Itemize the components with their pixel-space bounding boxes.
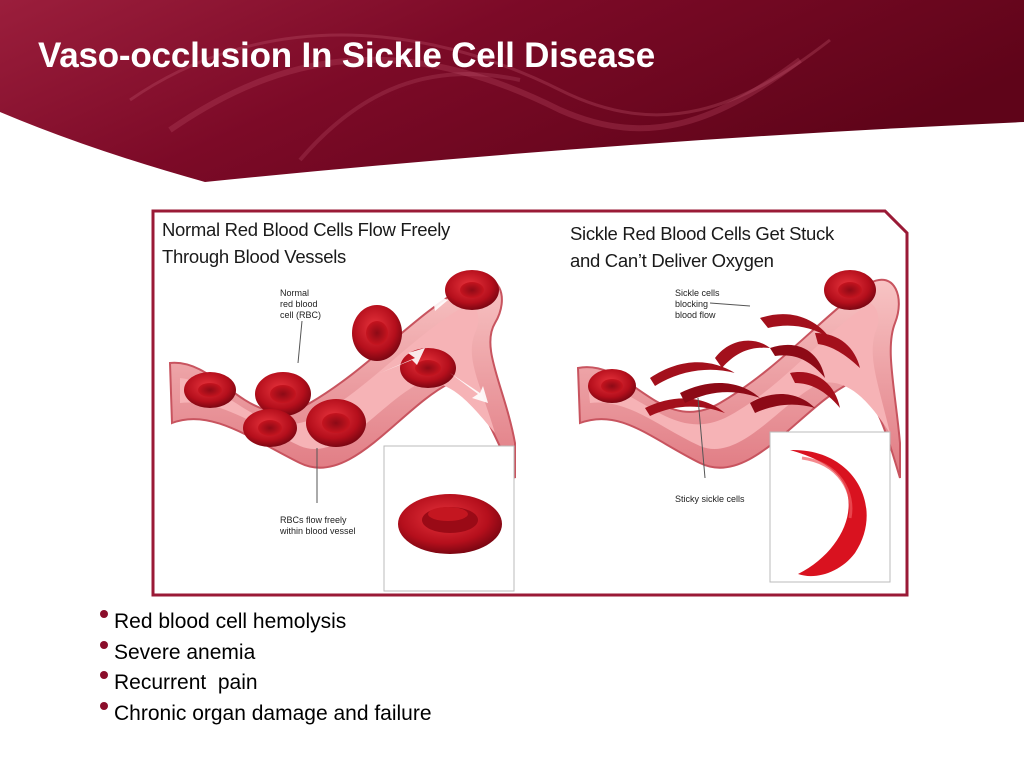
sickle-flow-caption-line: and Can’t Deliver Oxygen <box>570 250 774 271</box>
sickle-vessel <box>576 270 901 479</box>
callout-line: blocking <box>675 299 709 309</box>
sticky-sickle-callout: Sticky sickle cells <box>675 494 745 505</box>
bullet-icon <box>100 610 108 618</box>
header-banner: Vaso-occlusion In Sickle Cell Disease <box>0 0 1024 185</box>
normal-flow-caption: Normal Red Blood Cells Flow Freely Throu… <box>162 216 450 270</box>
sickle-cell-inset <box>769 431 891 583</box>
normal-flow-caption-line: Through Blood Vessels <box>162 246 346 267</box>
bullet-icon <box>100 671 108 679</box>
normal-flow-caption-line: Normal Red Blood Cells Flow Freely <box>162 219 450 240</box>
bullet-item: Chronic organ damage and failure <box>100 699 432 730</box>
bullet-text: Recurrent pain <box>114 671 258 694</box>
callout-line: Sticky sickle cells <box>675 494 745 504</box>
slide-title: Vaso-occlusion In Sickle Cell Disease <box>38 36 656 75</box>
sickle-flow-caption-line: Sickle Red Blood Cells Get Stuck <box>570 223 834 244</box>
vaso-occlusion-illustration: Normal Red Blood Cells Flow Freely Throu… <box>150 208 910 598</box>
header-background <box>0 0 1024 182</box>
sickle-blocking-callout: Sickle cells blocking blood flow <box>675 288 720 321</box>
callout-line: blood flow <box>675 310 716 320</box>
normal-rbc-inset <box>383 445 515 592</box>
bullet-text: Red blood cell hemolysis <box>114 610 347 633</box>
callout-line: RBCs flow freely <box>280 515 347 525</box>
callout-line: Sickle cells <box>675 288 720 298</box>
callout-line: red blood <box>280 299 318 309</box>
bullet-item: Recurrent pain <box>100 668 432 699</box>
bullet-item: Red blood cell hemolysis <box>100 607 432 638</box>
illustration-graphic <box>151 209 909 597</box>
callout-line: cell (RBC) <box>280 310 322 320</box>
normal-vessel <box>168 270 516 503</box>
callout-line: Normal <box>280 288 310 298</box>
rbcs-flow-freely-callout: RBCs flow freely within blood vessel <box>280 515 356 537</box>
sickle-flow-caption: Sickle Red Blood Cells Get Stuck and Can… <box>570 220 834 274</box>
figure-frame <box>151 209 909 597</box>
callout-line: within blood vessel <box>280 526 356 536</box>
bullet-icon <box>100 701 108 710</box>
bullet-text: Severe anemia <box>114 640 256 664</box>
bullet-list: Red blood cell hemolysis Severe anemia R… <box>100 607 432 729</box>
normal-rbc-callout: Normal red blood cell (RBC) <box>280 288 321 321</box>
bullet-icon <box>100 640 108 649</box>
bullet-text: Chronic organ damage and failure <box>114 701 432 725</box>
bullet-item: Severe anemia <box>100 638 432 669</box>
